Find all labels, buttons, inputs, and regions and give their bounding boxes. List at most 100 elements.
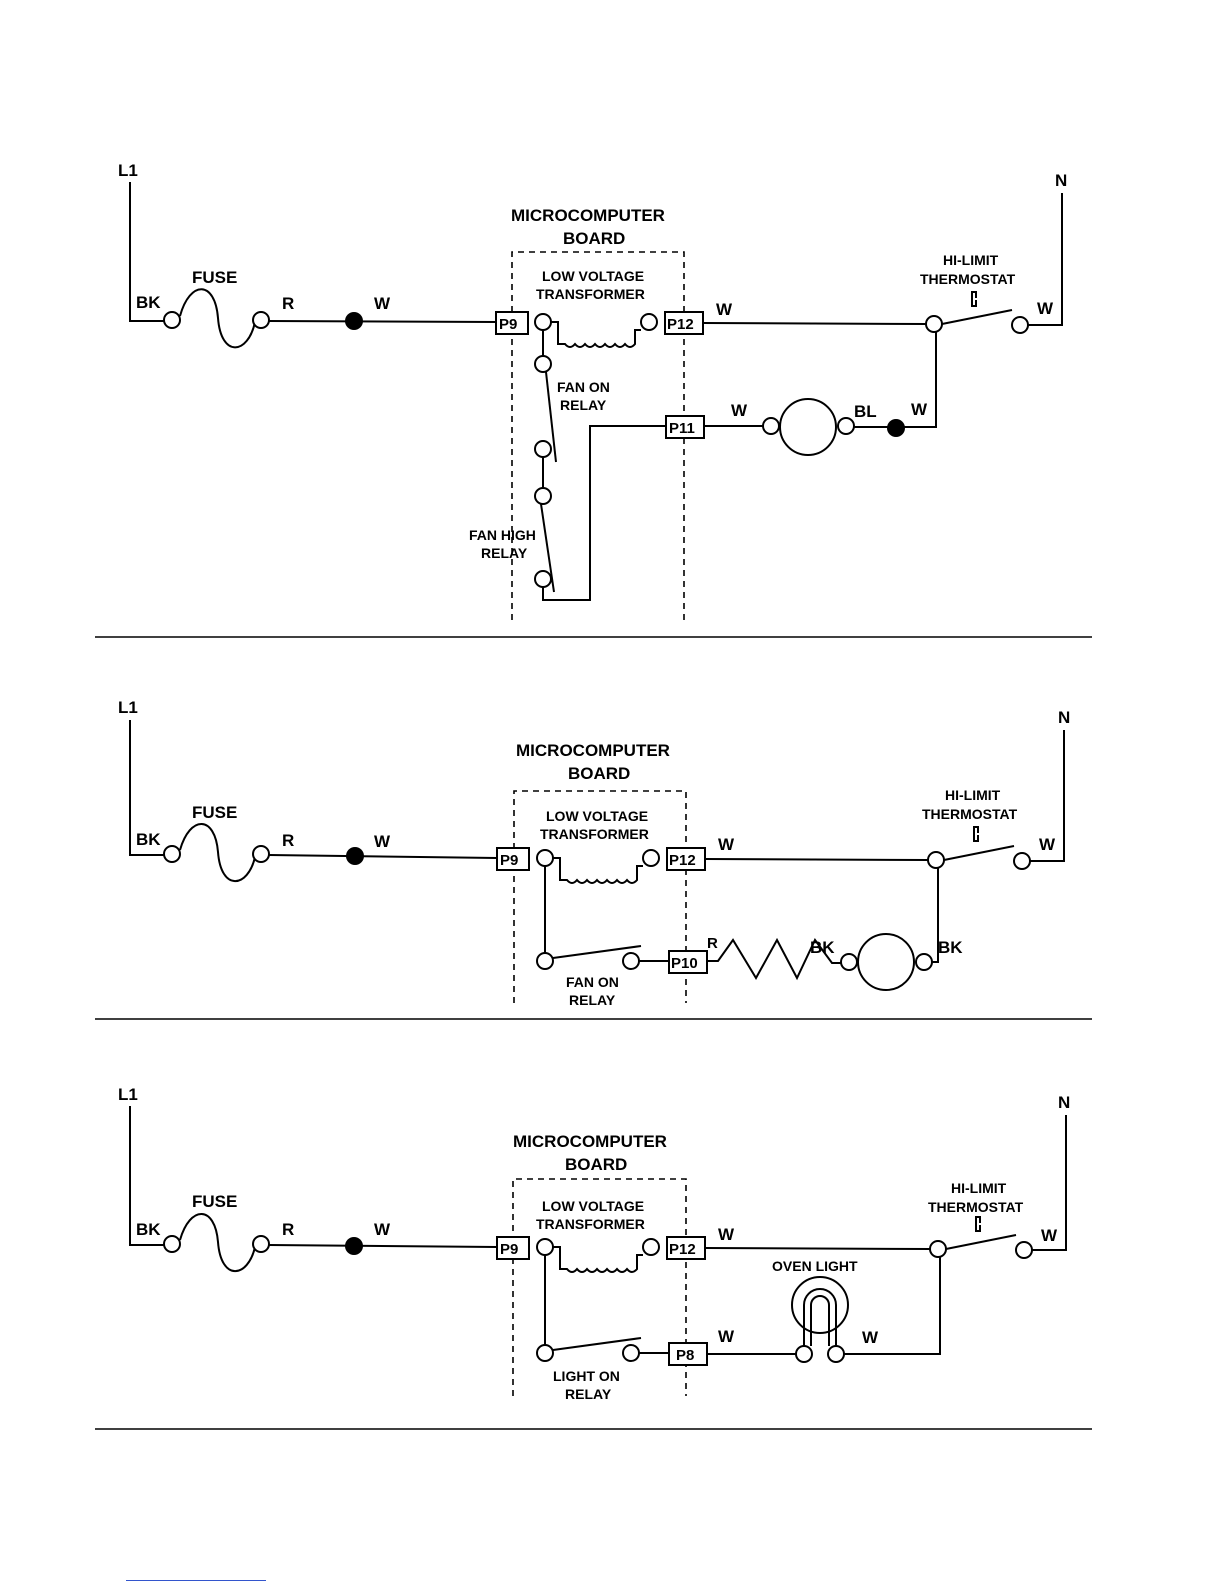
- l1-label: L1: [118, 1085, 138, 1104]
- board-outline: [511, 251, 685, 620]
- light-on-relay-switch: [536, 1337, 642, 1362]
- transformer-label-line1: LOW VOLTAGE: [546, 808, 648, 824]
- p12-label: P12: [669, 1241, 696, 1258]
- fan-on-relay-line1: FAN ON: [566, 974, 619, 990]
- fan-high-relay-line1: FAN HIGH: [469, 527, 536, 543]
- w-p12-label: W: [718, 1225, 735, 1244]
- thermostat-label-line2: THERMOSTAT: [922, 806, 1018, 822]
- r-p10-label: R: [707, 935, 718, 952]
- fan-on-relay-line1: FAN ON: [557, 379, 610, 395]
- transformer-coil: [536, 849, 660, 884]
- feed-wire: [268, 1244, 498, 1248]
- fan-high-relay-line2: RELAY: [481, 545, 528, 561]
- bl-label: BL: [854, 402, 877, 421]
- w-label: W: [374, 1220, 391, 1239]
- bk-label: BK: [136, 1220, 161, 1239]
- n-label: N: [1055, 171, 1067, 190]
- w-n-label: W: [1037, 299, 1054, 318]
- feed-wire: [268, 854, 498, 859]
- board-label-line1: MICROCOMPUTER: [516, 741, 670, 760]
- p11-label: P11: [669, 420, 695, 437]
- thermostat-label-line1: HI-LIMIT: [943, 252, 999, 268]
- p9-label: P9: [500, 1241, 518, 1258]
- l1-label: L1: [118, 698, 138, 717]
- fan-motor: [762, 398, 855, 456]
- splice-dot: [345, 1237, 363, 1255]
- p11-feed-wire: [542, 425, 666, 601]
- transformer-coil: [534, 313, 658, 348]
- fan-on-relay-switch: [536, 945, 642, 970]
- p12-label: P12: [669, 852, 696, 869]
- p9-connector: [496, 1236, 530, 1260]
- w-n-label: W: [1041, 1226, 1058, 1245]
- fuse-symbol: [163, 288, 270, 349]
- p10-label: P10: [671, 955, 698, 972]
- board-outline: [512, 1178, 687, 1396]
- neutral-wire: [1028, 193, 1063, 326]
- transformer-coil: [536, 1238, 660, 1273]
- p12-label: P12: [667, 316, 694, 333]
- w-p12-label: W: [718, 835, 735, 854]
- board-label-line2: BOARD: [568, 764, 630, 783]
- panel-fan-heater-circuit: L1 BK FUSE R W MICROCOMPUTER BOARD LOW V…: [118, 698, 1070, 1008]
- l1-wire: [129, 182, 165, 322]
- hi-limit-thermostat-switch: [927, 826, 1031, 870]
- w-p12-label: W: [716, 300, 733, 319]
- l1-label: L1: [118, 161, 138, 180]
- l1-wire: [129, 720, 165, 856]
- p9-label: P9: [499, 316, 517, 333]
- transformer-label-line2: TRANSFORMER: [540, 826, 649, 842]
- w-return-label: W: [862, 1328, 879, 1347]
- footer-underline: [126, 1580, 266, 1581]
- p12-wire: [704, 1247, 931, 1250]
- fuse-label: FUSE: [192, 803, 237, 822]
- panel-fan-circuit: L1 BK FUSE R W MICROCOMPUTER BOARD LOW V…: [118, 161, 1067, 620]
- thermostat-label-line2: THERMOSTAT: [920, 271, 1016, 287]
- board-label-line2: BOARD: [565, 1155, 627, 1174]
- r-label: R: [282, 831, 294, 850]
- transformer-label-line2: TRANSFORMER: [536, 286, 645, 302]
- heater-resistor: [707, 937, 842, 981]
- fan-high-relay-switch: [534, 487, 555, 593]
- board-outline: [513, 790, 687, 1003]
- thermostat-label-line1: HI-LIMIT: [945, 787, 1001, 803]
- w-p8-label: W: [718, 1327, 735, 1346]
- bk-label: BK: [136, 830, 161, 849]
- splice-dot: [345, 312, 363, 330]
- oven-light-bulb: [791, 1276, 849, 1363]
- p12-wire: [702, 322, 927, 325]
- fuse-label: FUSE: [192, 268, 237, 287]
- p9-connector: [495, 311, 529, 335]
- n-label: N: [1058, 708, 1070, 727]
- hi-limit-thermostat-switch: [925, 291, 1029, 334]
- light-on-relay-line1: LIGHT ON: [553, 1368, 620, 1384]
- p9-label: P9: [500, 852, 518, 869]
- w-return-label: W: [911, 400, 928, 419]
- fuse-label: FUSE: [192, 1192, 237, 1211]
- fuse-symbol: [163, 823, 270, 883]
- transformer-label-line2: TRANSFORMER: [536, 1216, 645, 1232]
- r-label: R: [282, 1220, 294, 1239]
- fan-return-wire: [932, 868, 939, 963]
- feed-wire: [268, 320, 498, 323]
- n-label: N: [1058, 1093, 1070, 1112]
- fan-on-relay-switch: [534, 355, 557, 463]
- transformer-label-line1: LOW VOLTAGE: [542, 268, 644, 284]
- splice-dot-2: [887, 419, 905, 437]
- p8-label: P8: [676, 1347, 694, 1364]
- neutral-wire: [1030, 730, 1065, 862]
- fan-return-wire: [854, 332, 937, 428]
- bk-label: BK: [136, 293, 161, 312]
- w-p11-label: W: [731, 401, 748, 420]
- transformer-label-line1: LOW VOLTAGE: [542, 1198, 644, 1214]
- w-label: W: [374, 294, 391, 313]
- oven-light-label: OVEN LIGHT: [772, 1258, 858, 1274]
- board-label-line1: MICROCOMPUTER: [513, 1132, 667, 1151]
- p9-connector: [496, 847, 530, 871]
- fuse-symbol: [163, 1213, 270, 1273]
- fan-on-relay-line2: RELAY: [560, 397, 607, 413]
- neutral-wire: [1032, 1115, 1067, 1251]
- w-n-label: W: [1039, 835, 1056, 854]
- hi-limit-thermostat-switch: [929, 1216, 1033, 1259]
